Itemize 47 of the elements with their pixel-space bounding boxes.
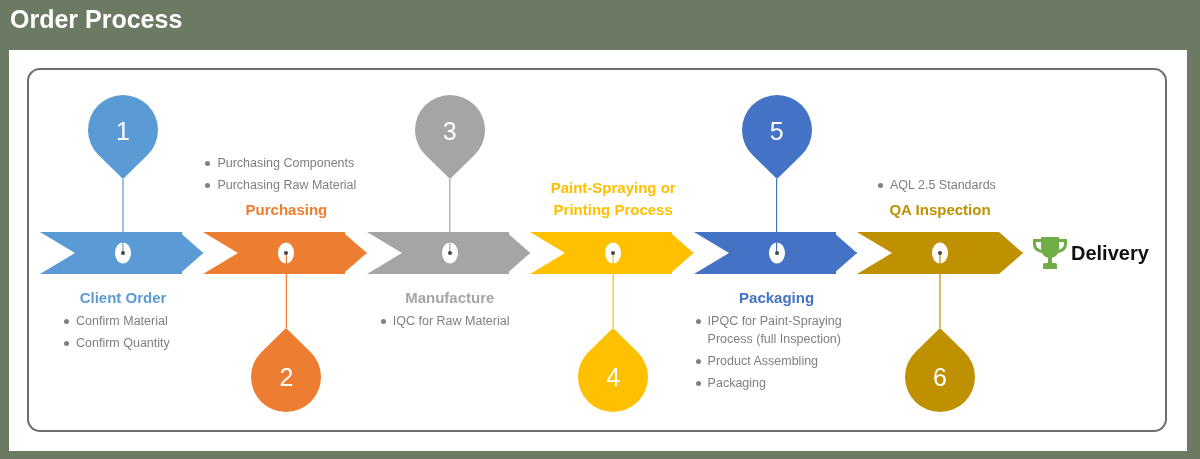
flow-arrow [342, 232, 368, 274]
anchor-dot [774, 251, 779, 255]
bullet-text: AQL 2.5 Standards [890, 177, 996, 194]
anchor-dot [121, 251, 125, 255]
bullet-text: Confirm Quantity [76, 335, 170, 352]
step-number: 5 [769, 118, 784, 144]
bullet-text: Purchasing Components [217, 155, 355, 172]
pin-marker [251, 328, 322, 412]
bullet-text: Purchasing Raw Material [217, 177, 357, 194]
leader-line [939, 254, 941, 329]
bullet-text: Packaging [707, 375, 766, 392]
step-heading: Packaging [739, 288, 815, 308]
bullet-text: Confirm Material [76, 313, 168, 330]
node-label: Delivery [1071, 241, 1149, 265]
pin-marker [414, 95, 485, 179]
anchor-dot [611, 251, 616, 255]
flow-arrow [998, 232, 1024, 274]
bullet-text: IPQC for Paint-Spraying Process (full Inspection) [707, 313, 843, 348]
step-heading: Manufacture [405, 288, 495, 308]
anchor-dot [938, 251, 942, 255]
anchor-dot [284, 251, 289, 255]
leader-line [285, 254, 287, 329]
bullet-text: IQC for Raw Material [392, 313, 510, 330]
pin-marker [905, 328, 975, 412]
step-heading: Client Order [79, 288, 167, 308]
bullet-text: Product Assembling [707, 353, 819, 370]
anchor-dot [447, 251, 452, 255]
step-heading: QA Inspection [889, 200, 991, 220]
step-number: 3 [442, 118, 457, 144]
leader-line [776, 178, 778, 252]
pin-marker [578, 328, 649, 412]
step-heading: Purchasing [245, 200, 328, 220]
step-number: 4 [606, 364, 621, 390]
flow-arrow [179, 232, 204, 274]
flow-arrow [833, 232, 858, 274]
leader-line [122, 178, 124, 252]
leader-line [612, 254, 614, 329]
step-number: 1 [116, 118, 130, 144]
step-number: 6 [933, 364, 947, 390]
flow-arrow [506, 232, 531, 274]
page-title: Order Process [10, 4, 183, 34]
leader-line [449, 178, 451, 252]
flow-arrow [669, 232, 695, 274]
pin-marker [88, 95, 158, 179]
step-number: 2 [279, 364, 294, 390]
step-heading: Paint-Spraying or Printing Process [549, 178, 677, 220]
pin-marker [741, 95, 812, 179]
